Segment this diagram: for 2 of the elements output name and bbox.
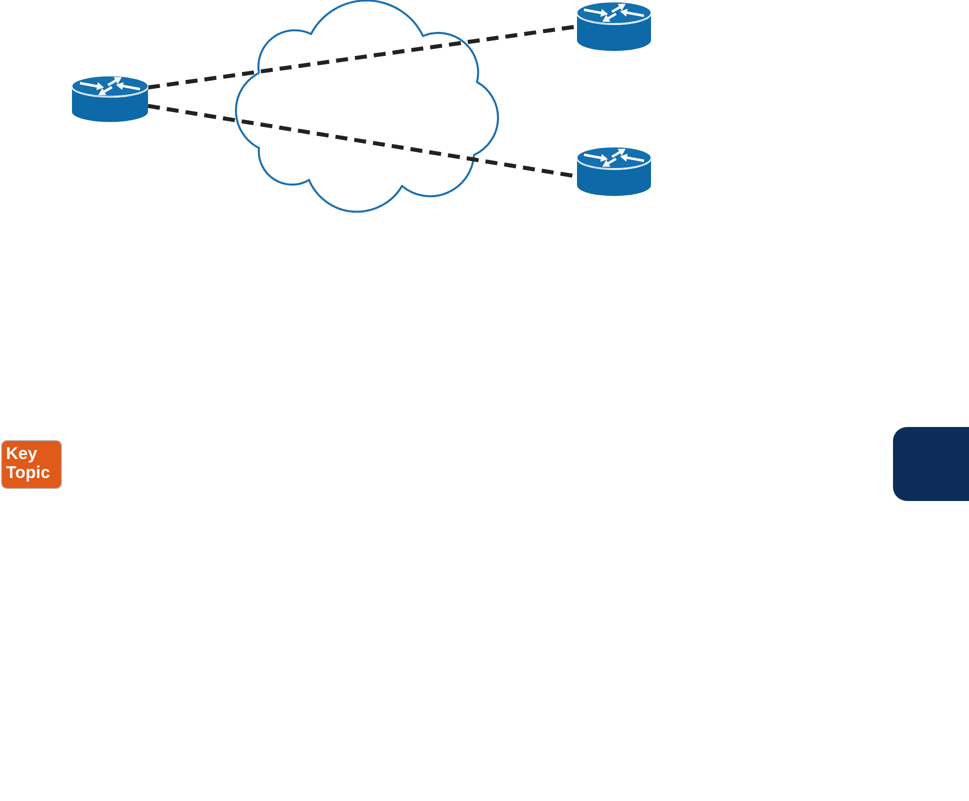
badge-text: Key Topic xyxy=(6,444,52,482)
key-topic-badge xyxy=(1,440,62,489)
